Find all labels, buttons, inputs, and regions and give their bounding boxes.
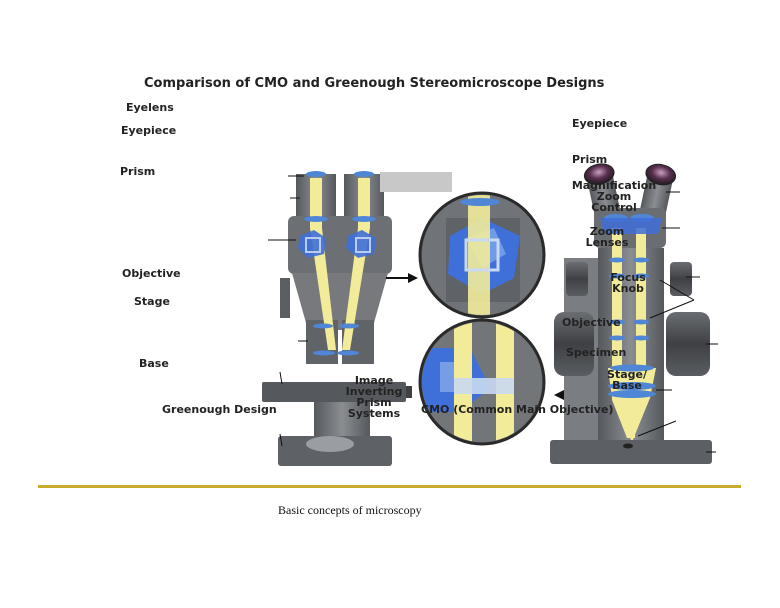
gray-box [380,172,452,192]
footer-text: Basic concepts of microscopy [278,503,422,517]
label-prism-greenough: Prism [120,165,156,178]
cmo-focus-knob-left [554,312,594,376]
cmo-microscope [550,163,712,464]
caption-greenough-design: Greenough Design [162,403,277,416]
label-stage-greenough: Stage [134,295,170,308]
caption-cmo-design: CMO (Common Main Objective) [421,403,614,416]
label-focus-knob: Focus Knob [610,271,646,295]
label-eyepiece-greenough: Eyepiece [121,124,177,137]
microscope-comparison-figure [110,68,718,466]
label-zoom-lenses: Zoom Lenses [585,225,629,249]
prism-detail-upper [418,191,546,319]
label-eyepiece-cmo: Eyepiece [572,117,628,130]
label-magnification-zoom-control: Magnification Zoom Control [571,179,657,214]
cmo-focus-knob-right [666,312,710,376]
label-objective-cmo: Objective [562,316,621,329]
label-objective-greenough: Objective [122,267,181,280]
figure-title: Comparison of CMO and Greenough Stereomi… [144,76,605,91]
prism-detail-lower [418,318,546,446]
figure-illustration [262,163,718,466]
greenough-body [292,273,388,330]
footer-divider [38,485,741,488]
greenough-microscope [262,171,412,466]
cmo-stage-base [550,440,712,464]
label-base-greenough: Base [139,357,169,370]
label-eyelens: Eyelens [126,101,174,114]
label-image-inverting-prism-systems: Image Inverting Prism Systems [345,374,403,420]
greenough-stage [262,382,406,402]
label-prism-cmo: Prism [572,153,608,166]
label-stage-base-cmo: Stage/ Base [607,368,647,392]
leader-lines [268,175,718,453]
label-specimen: Specimen [566,346,627,359]
